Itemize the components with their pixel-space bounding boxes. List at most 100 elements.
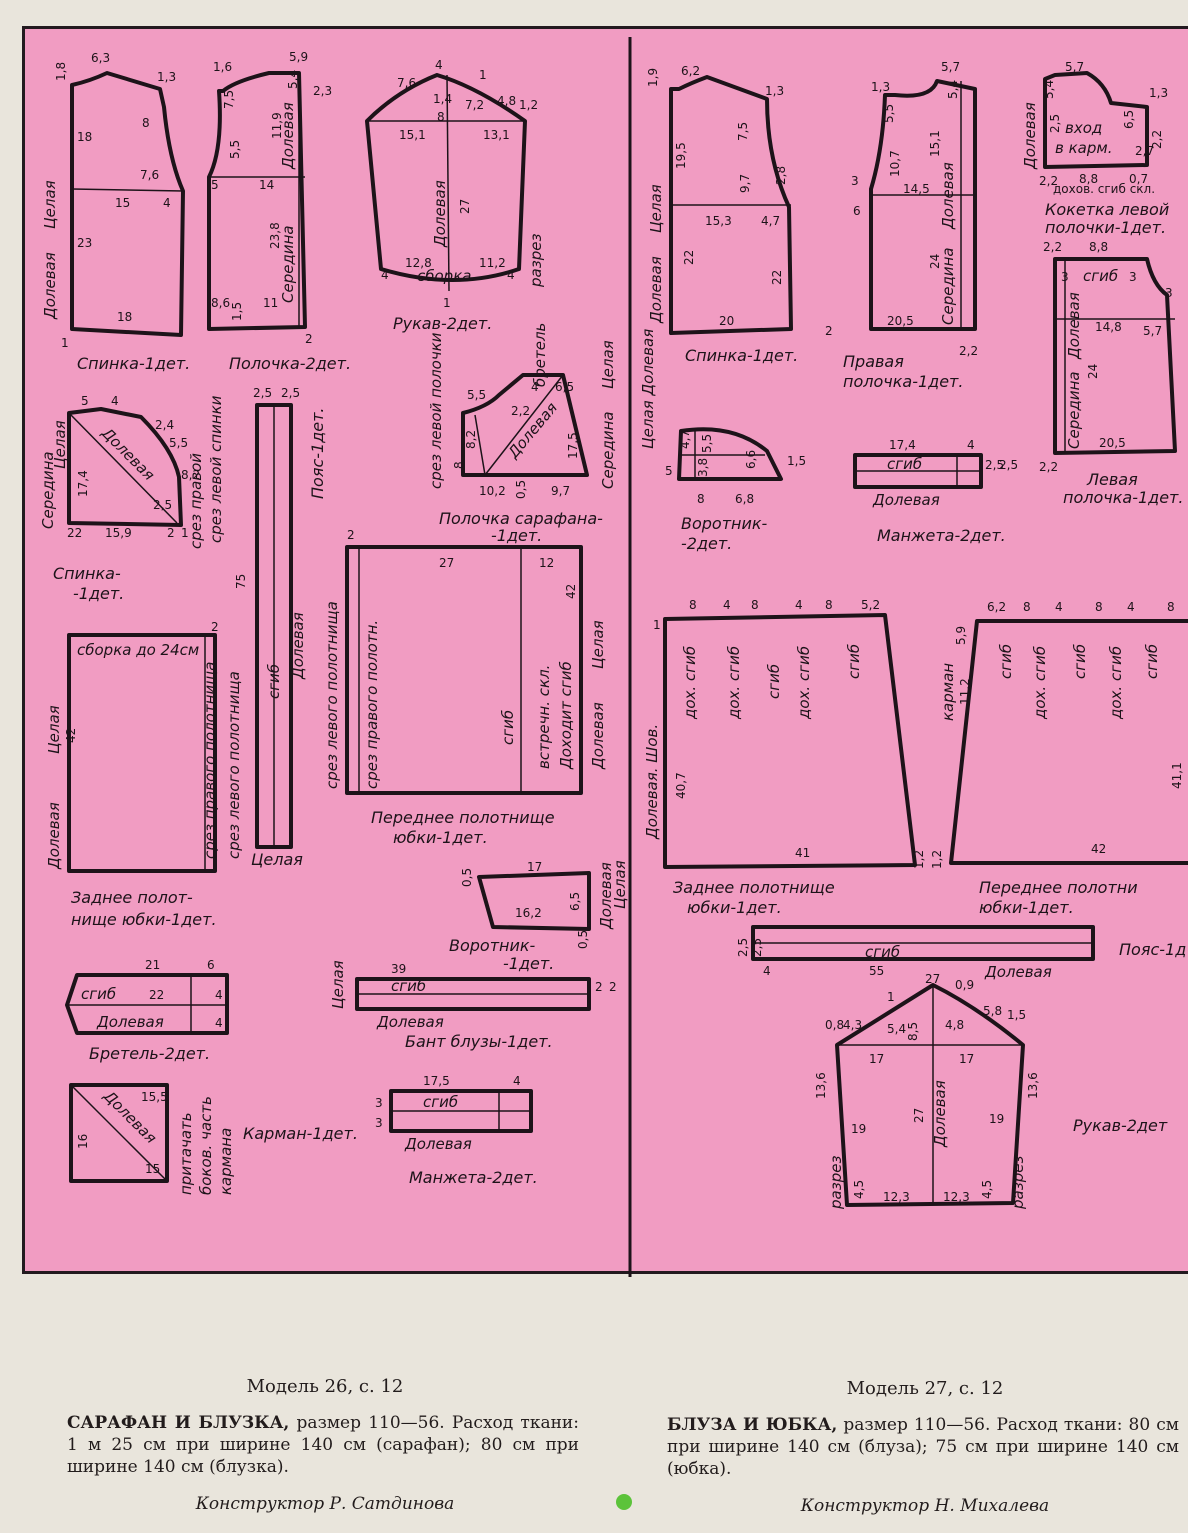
svg-text:Середина: Середина bbox=[599, 411, 617, 489]
svg-text:Переднее полотни: Переднее полотни bbox=[979, 878, 1138, 897]
svg-text:Полочка сарафана-: Полочка сарафана- bbox=[439, 509, 603, 528]
svg-text:1: 1 bbox=[887, 990, 895, 1004]
svg-text:Заднее полотнище: Заднее полотнище bbox=[673, 878, 835, 897]
svg-text:Долевая: Долевая bbox=[984, 963, 1052, 981]
svg-text:4: 4 bbox=[513, 1074, 521, 1088]
svg-text:Долевая: Долевая bbox=[872, 491, 940, 509]
svg-text:2: 2 bbox=[347, 528, 355, 542]
svg-text:Долевая: Долевая bbox=[289, 612, 307, 680]
svg-text:15,9: 15,9 bbox=[105, 526, 132, 540]
svg-text:Долевая: Долевая bbox=[1065, 292, 1083, 360]
svg-text:Пояс-1дет.: Пояс-1дет. bbox=[308, 407, 327, 499]
svg-text:юбки-1дет.: юбки-1дет. bbox=[393, 828, 488, 847]
svg-text:22: 22 bbox=[67, 526, 82, 540]
svg-text:4: 4 bbox=[111, 394, 119, 408]
svg-text:13,1: 13,1 bbox=[483, 128, 510, 142]
l-front-panel-piece: 2 27 12 42 срез левого полотнища срез пр… bbox=[323, 528, 607, 847]
svg-text:18: 18 bbox=[77, 130, 92, 144]
svg-text:6,5: 6,5 bbox=[555, 380, 574, 394]
svg-text:2,5: 2,5 bbox=[281, 386, 300, 400]
svg-text:2,2: 2,2 bbox=[511, 404, 530, 418]
svg-text:7,6: 7,6 bbox=[397, 76, 416, 90]
svg-text:Пояс-1д: Пояс-1д bbox=[1119, 940, 1186, 959]
right-model-header: Модель 27, с. 12 bbox=[846, 1378, 1004, 1399]
svg-text:19: 19 bbox=[851, 1122, 866, 1136]
svg-text:притачать: притачать bbox=[177, 1112, 195, 1195]
svg-text:8,6: 8,6 bbox=[211, 296, 230, 310]
svg-text:сгиб: сгиб bbox=[765, 664, 783, 699]
svg-text:сборка: сборка bbox=[417, 267, 471, 285]
svg-text:7,5: 7,5 bbox=[222, 90, 236, 109]
svg-text:боков. часть: боков. часть bbox=[197, 1096, 215, 1195]
svg-text:8: 8 bbox=[689, 598, 697, 612]
svg-text:13,6: 13,6 bbox=[1026, 1072, 1040, 1099]
svg-text:14,8: 14,8 bbox=[1095, 320, 1122, 334]
svg-text:3: 3 bbox=[1165, 286, 1173, 300]
svg-text:3: 3 bbox=[1061, 270, 1069, 284]
svg-text:сгиб: сгиб bbox=[423, 1093, 458, 1111]
svg-text:Целая: Целая bbox=[611, 860, 629, 909]
svg-text:2,3: 2,3 bbox=[313, 84, 332, 98]
svg-text:5,4: 5,4 bbox=[946, 80, 960, 99]
svg-text:срез левого полотнища: срез левого полотнища bbox=[225, 671, 243, 859]
l-back-piece: 6,3 1,8 1,3 8 18 7,6 15 4 23 18 1 Долева… bbox=[41, 51, 190, 373]
svg-text:1,4: 1,4 bbox=[433, 92, 452, 106]
svg-text:12,3: 12,3 bbox=[883, 1190, 910, 1204]
l-belt-piece: 2,5 2,5 75 сгиб Долевая Пояс-1дет. Целая bbox=[234, 386, 327, 869]
svg-text:Долевая: Долевая bbox=[96, 1013, 164, 1031]
svg-text:1,2: 1,2 bbox=[912, 850, 926, 869]
svg-text:дох. сгиб: дох. сгиб bbox=[1031, 646, 1049, 720]
svg-text:17,5: 17,5 bbox=[566, 432, 580, 459]
svg-text:12,3: 12,3 bbox=[943, 1190, 970, 1204]
svg-text:нище юбки-1дет.: нище юбки-1дет. bbox=[71, 910, 217, 929]
left-model-header: Модель 26, с. 12 bbox=[246, 1376, 404, 1397]
svg-text:Целая: Целая bbox=[647, 184, 665, 233]
svg-text:5,7: 5,7 bbox=[1065, 60, 1084, 74]
r-left-front-piece: 2,2 8,8 3 сгиб 3 3 14,8 5,7 24 20,5 2,2 … bbox=[1039, 240, 1183, 507]
svg-text:2: 2 bbox=[211, 620, 219, 634]
svg-text:4,5: 4,5 bbox=[980, 1180, 994, 1199]
svg-text:2: 2 bbox=[609, 980, 617, 994]
svg-text:10,7: 10,7 bbox=[888, 150, 902, 177]
svg-text:4: 4 bbox=[967, 438, 975, 452]
pattern-drawing: 6,3 1,8 1,3 8 18 7,6 15 4 23 18 1 Долева… bbox=[39, 37, 1188, 1277]
svg-text:Долевая: Долевая bbox=[376, 1013, 444, 1031]
svg-text:11,2: 11,2 bbox=[958, 678, 972, 705]
svg-text:дохов. сгиб скл.: дохов. сгиб скл. bbox=[1053, 182, 1155, 196]
svg-text:сгиб: сгиб bbox=[865, 943, 900, 961]
svg-text:Переднее полотнище: Переднее полотнище bbox=[371, 808, 555, 827]
svg-text:встречн. скл.: встречн. скл. bbox=[535, 665, 553, 769]
svg-text:1,6: 1,6 bbox=[213, 60, 232, 74]
svg-text:17: 17 bbox=[527, 860, 542, 874]
svg-text:1,2: 1,2 bbox=[930, 850, 944, 869]
svg-text:5,4: 5,4 bbox=[887, 1022, 906, 1036]
svg-text:Долевая: Долевая bbox=[45, 802, 63, 870]
svg-text:8,8: 8,8 bbox=[1079, 172, 1098, 186]
svg-text:17,5: 17,5 bbox=[423, 1074, 450, 1088]
svg-text:15,5: 15,5 bbox=[141, 1090, 168, 1104]
svg-text:6: 6 bbox=[853, 204, 861, 218]
svg-text:сгиб: сгиб bbox=[997, 644, 1015, 679]
svg-text:в карм.: в карм. bbox=[1055, 139, 1112, 157]
svg-text:15,1: 15,1 bbox=[928, 130, 942, 157]
svg-text:Бант блузы-1дет.: Бант блузы-1дет. bbox=[405, 1032, 553, 1051]
svg-text:6,5: 6,5 bbox=[568, 892, 582, 911]
svg-text:8,2: 8,2 bbox=[464, 430, 478, 449]
svg-text:1,3: 1,3 bbox=[871, 80, 890, 94]
left-model-desc-body: размер 110—56. Расход ткани: 1 м 25 см п… bbox=[67, 1413, 579, 1477]
svg-text:Левая: Левая bbox=[1086, 470, 1138, 489]
svg-text:2,8: 2,8 bbox=[774, 166, 788, 185]
svg-text:0,9: 0,9 bbox=[955, 978, 974, 992]
svg-text:-1дет.: -1дет. bbox=[503, 954, 554, 973]
svg-text:4,8: 4,8 bbox=[945, 1018, 964, 1032]
svg-text:2,2: 2,2 bbox=[1039, 174, 1058, 188]
svg-text:Долевая: Долевая bbox=[939, 162, 957, 230]
svg-text:2,2: 2,2 bbox=[959, 344, 978, 358]
svg-text:24: 24 bbox=[928, 254, 942, 269]
svg-text:0,5: 0,5 bbox=[460, 868, 474, 887]
pattern-sheet: 6,3 1,8 1,3 8 18 7,6 15 4 23 18 1 Долева… bbox=[22, 26, 1188, 1277]
svg-text:15: 15 bbox=[115, 196, 130, 210]
svg-text:1: 1 bbox=[653, 618, 661, 632]
r-yoke-piece: 5,7 5,4 1,3 2,5 6,5 2,2 2,7 2,2 8,8 0,7 … bbox=[1021, 60, 1169, 237]
svg-text:15: 15 bbox=[145, 1162, 160, 1176]
